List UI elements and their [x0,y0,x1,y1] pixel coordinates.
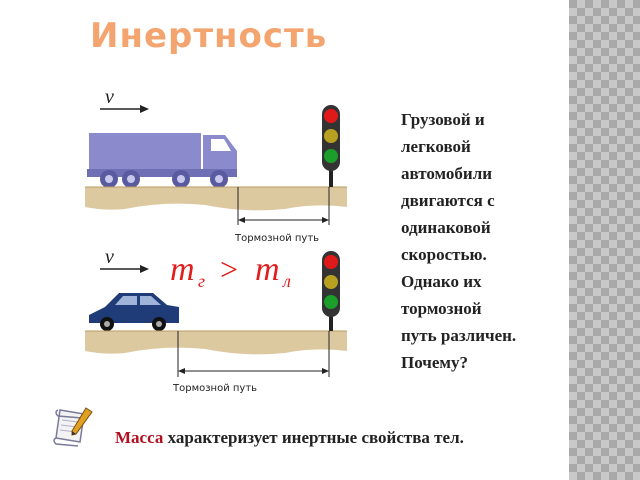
truck-scene: v Тормозной путь [85,86,347,244]
question-line: Грузовой и [401,110,485,129]
formula-operator: > [220,251,238,287]
car-scene: v Тормозной путь [85,246,347,394]
slide-title: Инертность [90,16,328,56]
road-top [85,187,347,211]
mass-formula: m г > m л [170,251,291,291]
braking-label-bottom: Тормозной путь [172,383,257,394]
question-line: тормозной [401,299,482,318]
road-bottom [85,331,347,355]
question-line: автомобили [401,164,493,183]
question-text: Грузовой и легковой автомобили двигаются… [401,106,561,376]
question-line: легковой [401,137,471,156]
velocity-arrow-top-head [140,105,149,113]
question-line: скоростью. [401,245,487,264]
velocity-arrow-bottom-head [140,265,149,273]
velocity-label-top: v [105,86,114,108]
question-line: Однако их [401,272,482,291]
question-line: Почему? [401,353,468,372]
question-line: двигаются с [401,191,495,210]
formula-left-sub: г [198,271,205,291]
formula-right-mass: m [255,251,280,288]
conclusion-rest: характеризует инертные свойства тел. [167,428,464,447]
conclusion-text: Масса характеризует инертные свойства те… [115,428,464,448]
traffic-light-top [322,105,340,187]
truck-icon [87,133,237,188]
scroll-pen-icon [53,407,93,447]
decorative-pattern-strip [569,0,640,480]
car-icon [89,293,179,331]
inertia-figure: v Тормозной путь [85,86,347,394]
formula-left-mass: m [170,251,195,288]
braking-label-top: Тормозной путь [234,233,319,244]
question-line: путь различен. [401,326,517,345]
question-line: одинаковой [401,218,491,237]
formula-right-sub: л [282,271,291,291]
conclusion-highlight: Масса [115,428,164,447]
velocity-label-bottom: v [105,246,114,268]
traffic-light-bottom [322,251,340,331]
